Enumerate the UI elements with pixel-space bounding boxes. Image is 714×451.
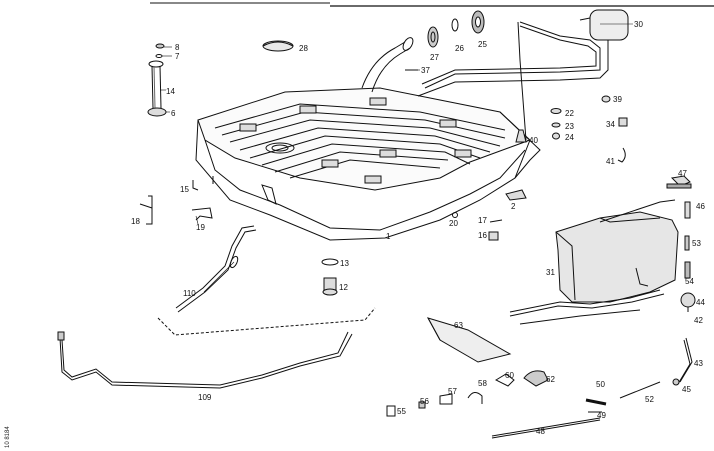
label-part-12: 12: [339, 283, 348, 292]
cap-part: [262, 40, 294, 52]
label-part-26: 26: [455, 44, 464, 53]
label-part-53: 53: [692, 239, 701, 248]
label-part-2: 2: [511, 202, 516, 211]
pipe-110-part: [157, 225, 376, 336]
label-part-20: 20: [449, 219, 458, 228]
mounting-brackets-part: [139, 176, 527, 241]
label-part-54: 54: [685, 277, 694, 286]
label-part-28: 28: [299, 44, 308, 53]
label-part-39: 39: [613, 95, 622, 104]
label-part-55: 55: [397, 407, 406, 416]
label-part-13: 13: [340, 259, 349, 268]
label-part-23: 23: [565, 122, 574, 131]
label-part-1: 1: [386, 232, 391, 241]
label-part-46: 46: [696, 202, 705, 211]
lower-fittings-part: [386, 317, 661, 439]
label-part-19: 19: [196, 223, 205, 232]
fuel-tank-part: [195, 87, 541, 241]
label-part-31: 31: [546, 268, 555, 277]
label-part-34: 34: [606, 120, 615, 129]
label-part-50: 50: [596, 380, 605, 389]
label-part-42: 42: [694, 316, 703, 325]
label-part-22: 22: [565, 109, 574, 118]
label-part-7: 7: [175, 52, 180, 61]
label-part-109: 109: [198, 393, 212, 402]
label-part-24: 24: [565, 133, 574, 142]
label-part-48: 48: [536, 427, 545, 436]
label-part-47: 47: [678, 169, 687, 178]
label-part-52: 52: [645, 395, 654, 404]
label-part-15: 15: [180, 185, 189, 194]
label-part-25: 25: [478, 40, 487, 49]
label-part-41: 41: [606, 157, 615, 166]
line-109-part: [57, 331, 353, 389]
label-part-63: 63: [454, 321, 463, 330]
label-part-56: 56: [420, 397, 429, 406]
label-part-6: 6: [171, 109, 176, 118]
label-part-30: 30: [634, 20, 643, 29]
label-part-27: 27: [430, 53, 439, 62]
label-part-43: 43: [694, 359, 703, 368]
label-part-37: 37: [421, 66, 430, 75]
label-part-40: 40: [529, 136, 538, 145]
drain-plug-part: [321, 258, 339, 296]
part-labels: 1 2 6 7 8 12 13 14 15 16 17 18 19 20 22 …: [5, 20, 705, 448]
label-part-49: 49: [597, 411, 606, 420]
label-part-14: 14: [166, 87, 175, 96]
label-part-45: 45: [682, 385, 691, 394]
reference-number: 10 8184: [5, 426, 11, 448]
label-part-17: 17: [478, 216, 487, 225]
label-part-58: 58: [478, 379, 487, 388]
auxiliary-tank-part: [509, 199, 679, 325]
label-part-62: 62: [546, 375, 555, 384]
label-part-16: 16: [478, 231, 487, 240]
fuel-sender-part: [147, 43, 167, 117]
filler-neck-part: [361, 10, 485, 93]
label-part-57: 57: [448, 387, 457, 396]
right-side-fittings-part: [666, 175, 696, 386]
label-part-8: 8: [175, 43, 180, 52]
label-part-18: 18: [131, 217, 140, 226]
label-part-44: 44: [696, 298, 705, 307]
vent-line-part: [417, 9, 629, 141]
label-part-60: 60: [505, 371, 514, 380]
leader-lines: [160, 23, 633, 293]
label-part-110: 110: [183, 289, 196, 298]
